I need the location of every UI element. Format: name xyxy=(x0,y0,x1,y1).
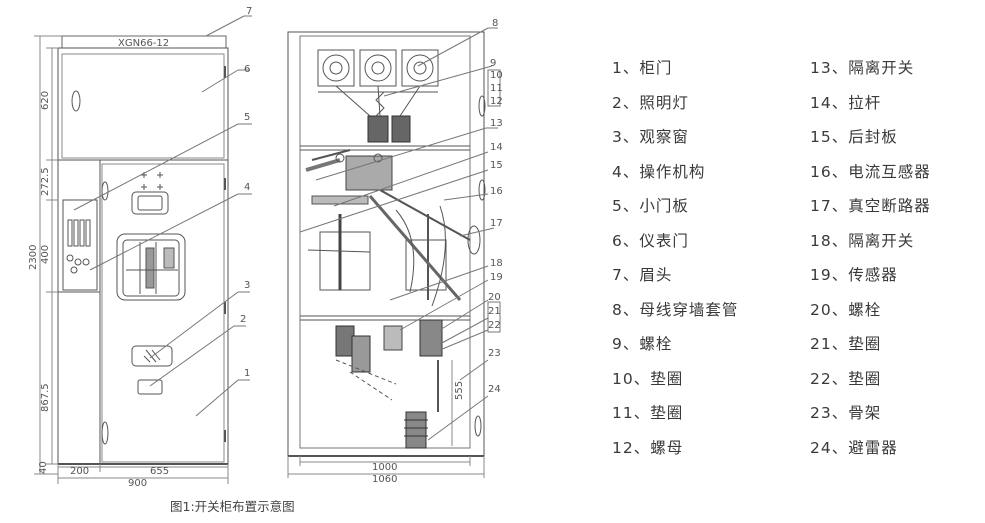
dim-8675: 867.5 xyxy=(40,383,51,412)
dim-655: 655 xyxy=(150,466,169,477)
dim-200: 200 xyxy=(70,466,89,477)
side-dimensions xyxy=(287,360,485,478)
legend-item: 13、隔离开关 xyxy=(810,59,915,77)
legend-column-left: 1、柜门 2、照明灯 3、观察窗 4、操作机构 5、小门板 6、仪表门 7、眉头… xyxy=(612,58,738,472)
legend-item: 22、垫圈 xyxy=(810,369,882,388)
dim-620: 620 xyxy=(40,91,51,110)
dim-1000: 1000 xyxy=(372,462,397,473)
legend-item: 14、拉杆 xyxy=(810,93,882,112)
legend-item: 12、螺母 xyxy=(612,438,684,457)
callout-6: 6 xyxy=(244,64,250,75)
legend-item: 24、避雷器 xyxy=(810,438,898,457)
legend-item: 11、垫圈 xyxy=(612,404,684,422)
callout-16: 16 xyxy=(490,186,503,197)
callout-17: 17 xyxy=(490,218,503,229)
legend-item: 23、骨架 xyxy=(810,404,882,422)
legend-item: 5、小门板 xyxy=(612,197,689,215)
dim-40: 40 xyxy=(38,461,49,474)
figure-caption: 图1:开关柜布置示意图 xyxy=(170,499,295,514)
callout-14: 14 xyxy=(490,142,503,153)
callout-2: 2 xyxy=(240,314,246,325)
callout-15: 15 xyxy=(490,160,503,171)
legend-item: 2、照明灯 xyxy=(612,93,689,112)
dim-555: 555 xyxy=(454,381,465,400)
legend-item: 16、电流互感器 xyxy=(810,162,931,181)
callout-24: 24 xyxy=(488,384,501,395)
legend-item: 8、母线穿墙套管 xyxy=(612,300,739,319)
callout-10: 10 xyxy=(490,70,503,81)
callout-20: 20 xyxy=(488,292,501,303)
legend-item: 1、柜门 xyxy=(612,59,673,77)
legend-item: 10、垫圈 xyxy=(612,369,684,388)
legend-item: 17、真空断路器 xyxy=(810,197,931,215)
front-view xyxy=(57,35,229,465)
legend-item: 15、后封板 xyxy=(810,128,898,146)
side-view xyxy=(287,31,486,457)
callout-labels: 1 2 3 4 5 6 7 8 9 10 11 12 13 14 15 16 1… xyxy=(240,6,503,395)
front-dimensions xyxy=(34,35,229,484)
model-label: XGN66-12 xyxy=(118,38,169,49)
callout-11: 11 xyxy=(490,83,503,94)
callout-13: 13 xyxy=(490,118,503,129)
callout-22: 22 xyxy=(488,320,501,331)
dim-1060: 1060 xyxy=(372,474,397,485)
callout-9: 9 xyxy=(490,58,496,69)
dim-2725: 272.5 xyxy=(40,167,51,196)
leader-lines xyxy=(73,15,500,441)
legend-item: 19、传感器 xyxy=(810,266,898,284)
legend-item: 21、垫圈 xyxy=(810,335,882,353)
callout-5: 5 xyxy=(244,112,250,123)
legend-item: 7、眉头 xyxy=(612,266,673,284)
legend-item: 9、螺栓 xyxy=(612,335,673,353)
callout-12: 12 xyxy=(490,96,503,107)
callout-21: 21 xyxy=(488,306,501,317)
legend-item: 3、观察窗 xyxy=(612,128,689,146)
legend-item: 20、螺栓 xyxy=(810,300,882,319)
callout-8: 8 xyxy=(492,18,498,29)
dim-2300: 2300 xyxy=(28,245,39,270)
callout-19: 19 xyxy=(490,272,503,283)
legend-column-right: 13、隔离开关 14、拉杆 15、后封板 16、电流互感器 17、真空断路器 1… xyxy=(810,58,931,472)
callout-3: 3 xyxy=(244,280,250,291)
callout-1: 1 xyxy=(244,368,250,379)
callout-7: 7 xyxy=(246,6,252,17)
callout-23: 23 xyxy=(488,348,501,359)
callout-18: 18 xyxy=(490,258,503,269)
dim-900: 900 xyxy=(128,478,147,489)
legend-item: 4、操作机构 xyxy=(612,162,706,181)
legend-item: 18、隔离开关 xyxy=(810,231,915,250)
dim-400: 400 xyxy=(40,245,51,264)
callout-4: 4 xyxy=(244,182,250,193)
legend-item: 6、仪表门 xyxy=(612,231,689,250)
